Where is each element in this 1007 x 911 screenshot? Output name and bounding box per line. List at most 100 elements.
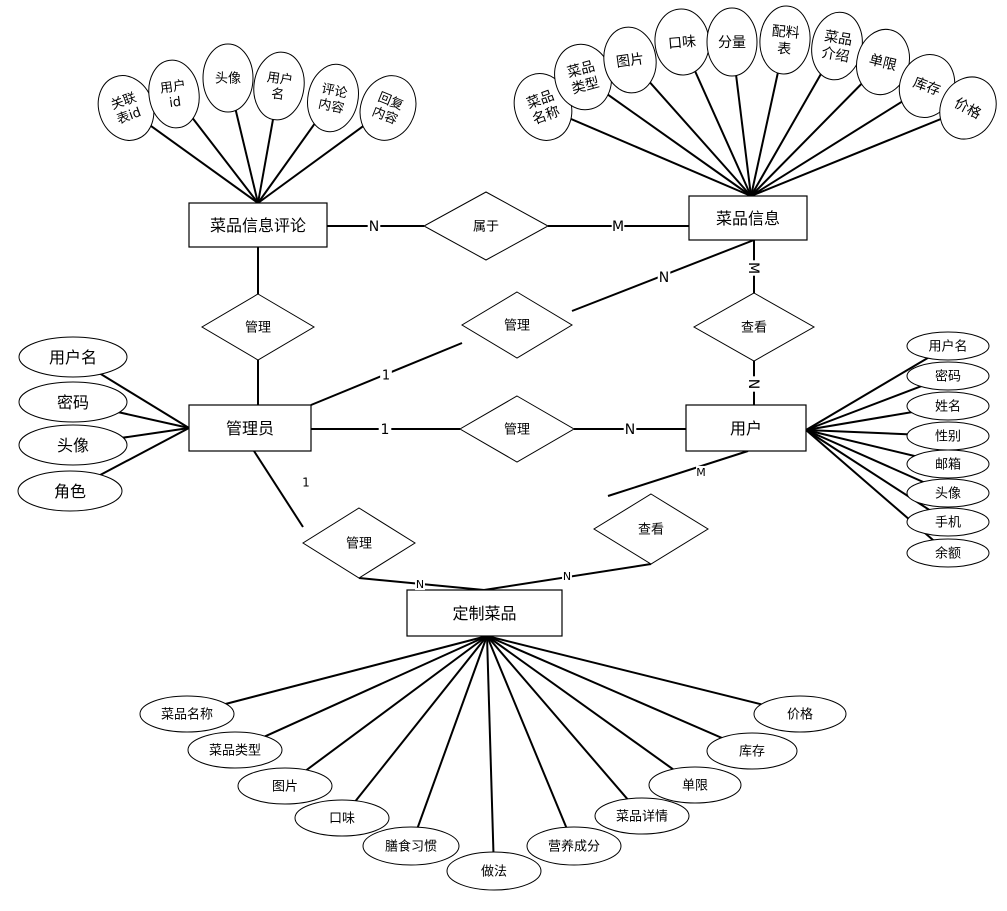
attr-comment-3[interactable]: 用户名 [250,49,309,123]
attr-connector [542,106,752,197]
entity-dish-comment[interactable]: 菜品信息评论 [188,202,328,248]
relation-view-dish[interactable]: 查看 [692,292,816,362]
attr-connector [486,635,643,817]
attr-user-2[interactable]: 姓名 [906,391,990,421]
attr-custom-10[interactable]: 价格 [753,695,847,733]
cardinality-label: M [745,262,761,274]
entity-dish-info[interactable]: 菜品信息 [688,195,808,241]
attr-admin-0[interactable]: 用户名 [18,336,128,378]
attr-custom-6[interactable]: 营养成分 [526,826,622,866]
cardinality-label: N [369,219,379,235]
relation-view-custom[interactable]: 查看 [593,493,709,565]
attr-admin-2[interactable]: 头像 [18,424,128,466]
relation-manage-user[interactable]: 管理 [459,395,575,463]
relation-edge [253,450,304,528]
relation-manage-comment[interactable]: 管理 [201,293,315,361]
attr-custom-9[interactable]: 库存 [706,732,798,770]
attr-user-5[interactable]: 头像 [906,478,990,508]
attr-user-0-label: 用户名 [928,339,967,355]
relation-belongs[interactable]: 属于 [422,191,550,261]
attr-dish-2[interactable]: 图片 [600,24,661,97]
attr-custom-8-label: 单限 [682,779,708,794]
attr-user-6[interactable]: 手机 [906,507,990,537]
attr-connector [486,635,801,715]
cardinality-admin_custom_1: 1 [300,475,312,489]
attr-custom-4[interactable]: 膳食习惯 [362,826,460,866]
attr-user-0[interactable]: 用户名 [906,331,990,361]
attr-dish-1[interactable]: 菜品类型 [547,38,618,116]
relation-manage-dish[interactable]: 管理 [461,291,573,359]
attr-dish-4-label: 分量 [718,35,746,51]
attr-connector [486,635,753,752]
attr-comment-4[interactable]: 评论内容 [301,60,364,137]
cardinality-label: M [696,466,706,479]
attr-comment-3-label: 用户名 [264,69,294,104]
relationship-layer: 属于管理管理查看管理管理查看 [201,191,816,579]
attr-custom-8[interactable]: 单限 [648,766,742,804]
cardinality-admin_user_n: N [623,421,637,438]
attr-comment-5-label: 回复内容 [370,90,406,128]
attr-comment-0[interactable]: 关联表id [89,68,162,148]
cardinality-label: N [659,270,669,286]
entity-user-label: 用户 [730,419,762,438]
attr-dish-5[interactable]: 配料表 [757,4,813,76]
entity-custom-dish-label: 定制菜品 [452,604,516,623]
attr-user-7-label: 余额 [935,546,961,562]
cardinality-user_custom_n: N [562,569,572,583]
cardinality-label: 1 [302,475,310,489]
attr-dish-7[interactable]: 单限 [850,24,916,101]
attr-dish-3[interactable]: 口味 [652,7,712,77]
attr-user-3[interactable]: 性别 [906,421,990,451]
cardinality-view_user: N [745,376,761,392]
attr-connector [805,429,949,523]
attr-admin-1-label: 密码 [57,393,89,412]
attr-dish-6[interactable]: 菜品介绍 [806,8,867,84]
cardinality-admin_dish_n: N [657,269,671,286]
attr-custom-1-label: 菜品类型 [209,744,261,759]
attr-custom-2[interactable]: 图片 [237,767,333,805]
attr-connector [284,635,488,787]
attr-connector [750,61,884,197]
attr-custom-7[interactable]: 菜品详情 [594,797,690,835]
attr-admin-1[interactable]: 密码 [18,381,128,423]
attr-user-3-label: 性别 [935,430,961,445]
attr-comment-2[interactable]: 头像 [202,43,254,113]
attr-dish-3-label: 口味 [667,34,696,52]
attr-dish-4[interactable]: 分量 [706,7,758,77]
entity-admin[interactable]: 管理员 [188,404,312,452]
cardinality-label: N [625,422,635,438]
attr-custom-1[interactable]: 菜品类型 [187,731,283,769]
attr-dish-8[interactable]: 库存 [891,47,964,126]
attr-comment-2-label: 头像 [215,72,241,87]
attr-user-7[interactable]: 余额 [906,538,990,568]
attr-comment-5[interactable]: 回复内容 [351,67,426,148]
attr-connector [750,85,928,197]
attr-dish-0[interactable]: 菜品名称 [505,65,581,148]
entity-dish-info-label: 菜品信息 [716,209,780,228]
relation-manage-custom[interactable]: 管理 [302,507,416,579]
entity-dish-comment-label: 菜品信息评论 [210,216,306,235]
attr-custom-0[interactable]: 菜品名称 [139,695,235,733]
attr-connector [486,635,575,847]
entity-custom-dish[interactable]: 定制菜品 [406,589,563,637]
attr-custom-5[interactable]: 做法 [446,851,542,891]
attr-comment-1[interactable]: 用户id [145,57,204,131]
attr-dish-2-label: 图片 [615,51,645,71]
attr-admin-3[interactable]: 角色 [17,470,123,512]
attr-custom-3-label: 口味 [329,812,355,827]
entity-user[interactable]: 用户 [685,404,807,452]
cardinality-admin_dish_1: 1 [380,367,392,384]
attr-user-2-label: 姓名 [935,399,961,415]
attr-dish-0-label: 菜品名称 [525,88,563,128]
attr-user-4[interactable]: 邮箱 [906,449,990,479]
attr-user-1[interactable]: 密码 [906,361,990,391]
attr-custom-3[interactable]: 口味 [294,799,390,837]
cardinality-label: 1 [382,369,390,384]
attr-connector [410,635,488,847]
attr-dish-9[interactable]: 价格 [929,67,1007,149]
attr-dish-5-label: 配料表 [770,23,801,58]
attr-custom-6-label: 营养成分 [548,839,600,855]
